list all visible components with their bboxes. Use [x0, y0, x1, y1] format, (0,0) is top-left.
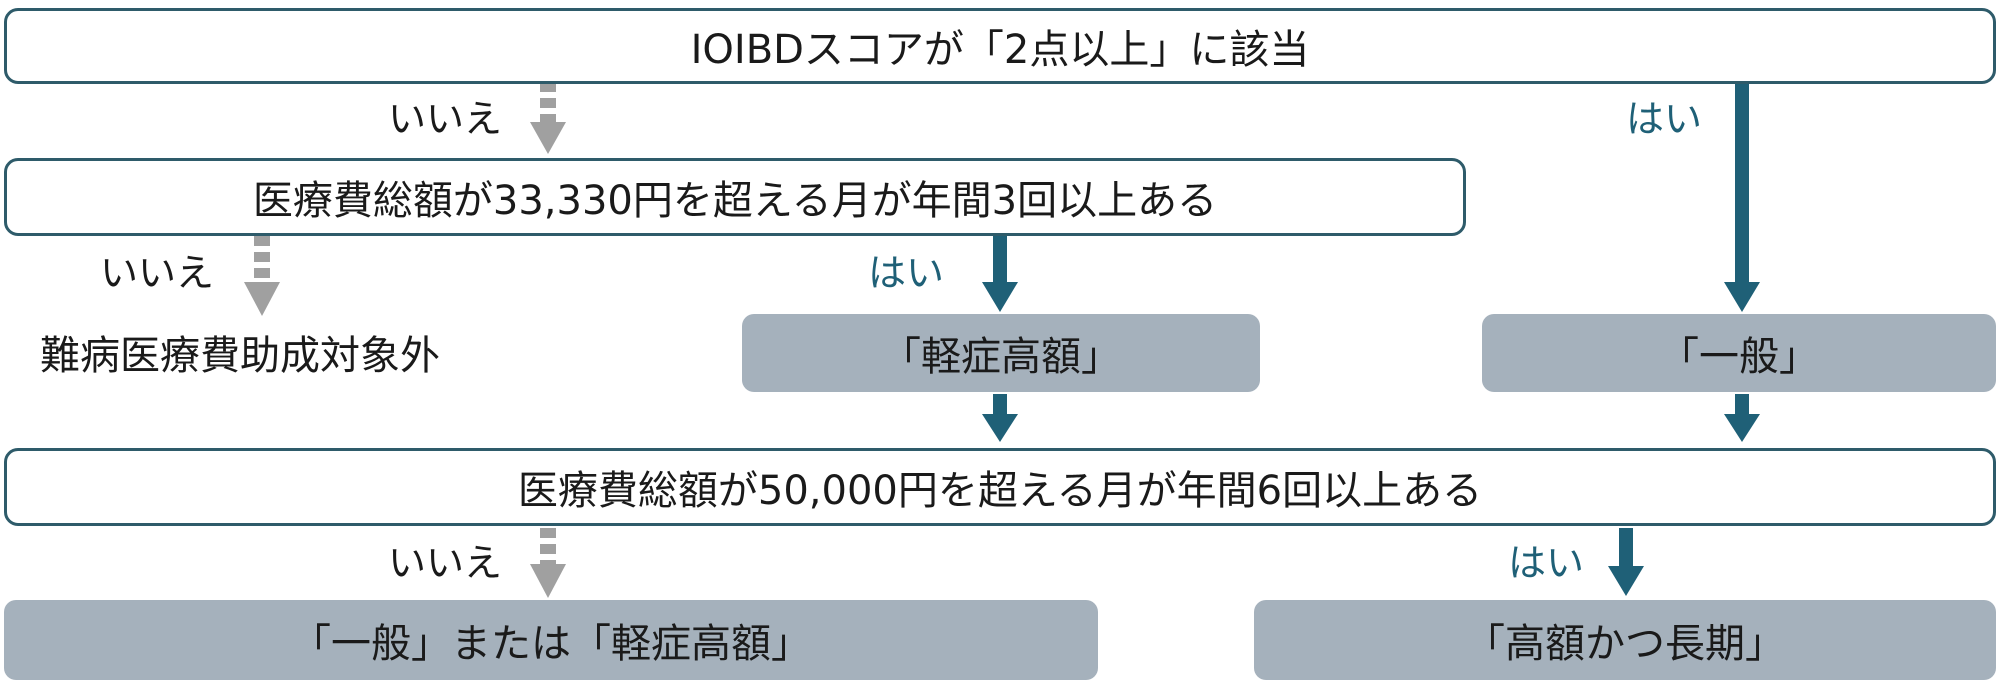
result-ippan: 「一般」 — [1482, 314, 1996, 392]
no-arrow-1 — [530, 82, 566, 154]
question-33330-yen-text: 医療費総額が33,330円を超える月が年間3回以上ある — [252, 178, 1218, 224]
outcome-not-covered: 難病医療費助成対象外 — [40, 333, 440, 379]
yes-arrow-2 — [982, 236, 1018, 312]
result-keisho-kogaku: 「軽症高額」 — [742, 314, 1260, 392]
result-kogaku-choki-text: 「高額かつ長期」 — [1465, 621, 1785, 667]
connector-arrow-ippan — [1724, 394, 1760, 442]
result-kogaku-choki: 「高額かつ長期」 — [1254, 600, 1996, 680]
label-no-2: いいえ — [100, 251, 215, 295]
label-no-1: いいえ — [388, 97, 503, 141]
result-keisho-kogaku-text: 「軽症高額」 — [881, 334, 1121, 380]
no-arrow-3 — [530, 528, 566, 598]
question-ioibd-score: IOIBDスコアが「2点以上」に該当 — [4, 8, 1996, 84]
question-ioibd-score-text: IOIBDスコアが「2点以上」に該当 — [690, 27, 1310, 73]
result-ippan-or-keisho: 「一般」または「軽症高額」 — [4, 600, 1098, 680]
yes-arrow-3 — [1608, 528, 1644, 596]
question-50000-yen: 医療費総額が50,000円を超える月が年間6回以上ある — [4, 448, 1996, 526]
connector-arrow-keisho — [982, 394, 1018, 442]
label-yes-1: はい — [1626, 97, 1703, 141]
result-ippan-text: 「一般」 — [1659, 334, 1819, 380]
yes-arrow-1 — [1724, 82, 1760, 312]
result-ippan-or-keisho-text: 「一般」または「軽症高額」 — [291, 621, 811, 667]
label-no-3: いいえ — [388, 541, 503, 585]
label-yes-2: はい — [868, 251, 945, 295]
label-yes-3: はい — [1508, 541, 1585, 585]
no-arrow-2 — [244, 236, 280, 316]
question-33330-yen: 医療費総額が33,330円を超える月が年間3回以上ある — [4, 158, 1466, 236]
question-50000-yen-text: 医療費総額が50,000円を超える月が年間6回以上ある — [517, 468, 1483, 514]
